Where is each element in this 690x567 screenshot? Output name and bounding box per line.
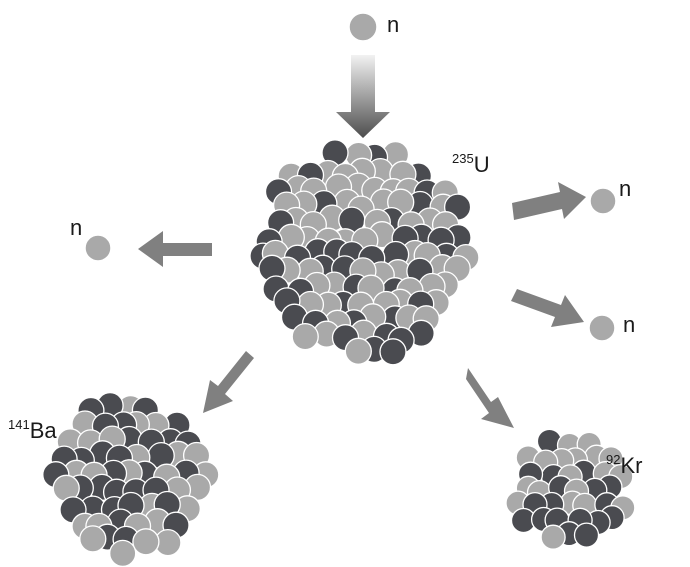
neutron-lower-right-label: n	[623, 312, 636, 337]
krypton-symbol: Kr	[620, 453, 643, 478]
neutron-lower-right	[588, 314, 616, 342]
krypton-mass-number: 92	[606, 452, 621, 467]
neutron-particle	[573, 522, 600, 548]
incoming-neutron-label: n	[387, 12, 400, 37]
barium-symbol: Ba	[29, 418, 57, 443]
uranium-235-nucleus	[249, 139, 480, 366]
arrow-to-neutron-lower-right	[511, 289, 584, 327]
uranium-mass-number: 235	[452, 151, 474, 166]
incoming-neutron	[348, 12, 378, 42]
krypton-label: 92Kr	[606, 453, 642, 477]
barium-label: 141Ba	[8, 418, 57, 442]
uranium-symbol: U	[473, 152, 490, 177]
proton-particle	[132, 528, 160, 556]
neutron-left	[84, 234, 112, 262]
proton-particle	[291, 322, 319, 351]
neutron-particle	[379, 338, 407, 366]
proton-particle	[344, 337, 372, 365]
arrow-to-neutron-upper-right	[512, 182, 586, 220]
krypton-92-nucleus	[505, 428, 636, 550]
incoming-arrow	[336, 55, 390, 138]
neutron-upper-right	[589, 187, 617, 215]
arrow-to-barium	[203, 351, 254, 413]
proton-particle	[109, 539, 137, 567]
neutron-left-label: n	[70, 215, 83, 240]
proton-particle	[540, 524, 566, 550]
uranium-label: 235U	[452, 152, 490, 176]
barium-mass-number: 141	[8, 417, 30, 432]
proton-particle	[79, 525, 107, 553]
neutron-upper-right-label: n	[619, 176, 632, 201]
arrow-to-krypton	[466, 368, 514, 428]
barium-141-nucleus	[42, 391, 220, 567]
arrow-to-neutron-left	[138, 231, 212, 267]
